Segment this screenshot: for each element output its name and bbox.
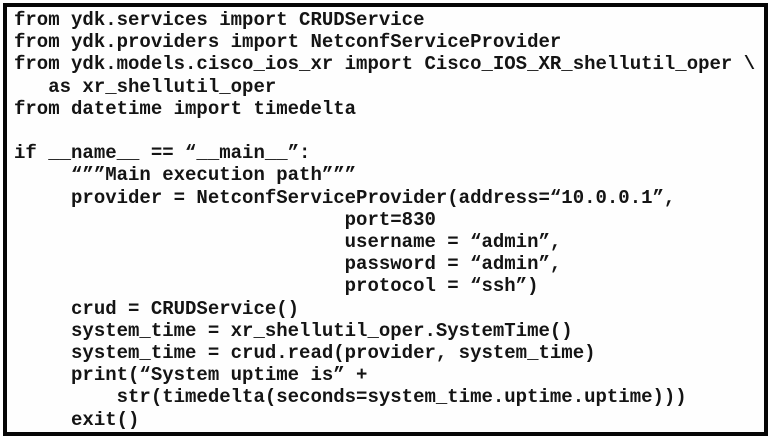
code-frame: from ydk.services import CRUDService fro… [3, 3, 768, 436]
python-code-listing: from ydk.services import CRUDService fro… [14, 9, 756, 431]
